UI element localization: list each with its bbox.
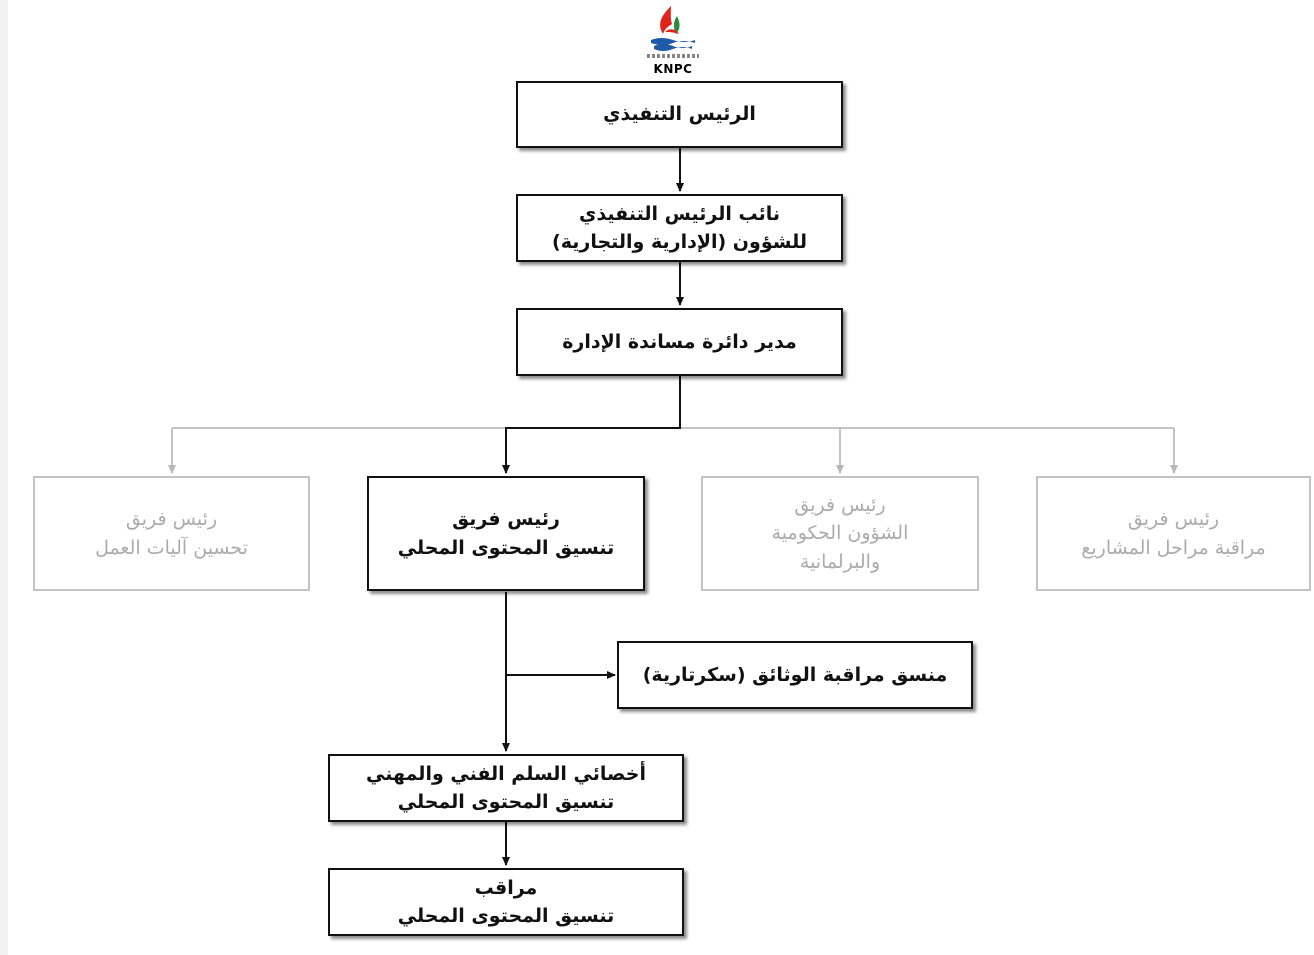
node-dept-manager-line-1: مدير دائرة مساندة الإدارة	[562, 330, 797, 353]
node-supervisor: مراقب تنسيق المحتوى المحلي	[328, 868, 684, 936]
node-supervisor-line-2: تنسيق المحتوى المحلي	[397, 905, 615, 927]
node-specialist: أخصائي السلم الفني والمهني تنسيق المحتوى…	[328, 754, 684, 822]
knpc-logo: KNPC	[643, 2, 703, 78]
node-ceo-line-1: الرئيس التنفيذي	[603, 103, 756, 126]
connector-manager-to-team-lead-3	[502, 376, 681, 474]
node-team-lead-3-line-2: تنسيق المحتوى المحلي	[397, 536, 615, 559]
node-team-lead-1-line-2: مراقبة مراحل المشاريع	[1081, 536, 1266, 559]
node-team-lead-local-content: رئيس فريق تنسيق المحتوى المحلي	[367, 476, 645, 591]
node-team-lead-2-line-2: الشؤون الحكومية	[771, 522, 909, 545]
node-supervisor-line-1: مراقب	[474, 876, 538, 899]
node-team-lead-3-line-1: رئيس فريق	[452, 508, 560, 530]
node-document-coordinator: منسق مراقبة الوثائق (سكرتارية)	[617, 641, 973, 709]
node-team-lead-project-phases: رئيس فريق مراقبة مراحل المشاريع	[1036, 476, 1311, 591]
node-deputy-ceo-line-1: نائب الرئيس التنفيذي	[579, 202, 780, 225]
node-team-lead-2-line-3: والبرلمانية	[799, 550, 881, 573]
node-team-lead-1-line-1: رئيس فريق	[1127, 508, 1220, 530]
node-team-lead-government-affairs: رئيس فريق الشؤون الحكومية والبرلمانية	[701, 476, 979, 591]
logo-text: KNPC	[653, 62, 693, 76]
node-coordinator-line-1: منسق مراقبة الوثائق (سكرتارية)	[642, 663, 948, 686]
node-team-lead-4-line-1: رئيس فريق	[125, 508, 218, 530]
node-team-lead-4-line-2: تحسين آليات العمل	[95, 536, 248, 559]
node-deputy-ceo-line-2: للشؤون (الإدارية والتجارية)	[552, 231, 807, 253]
node-team-lead-2-line-1: رئيس فريق	[794, 493, 886, 516]
node-deputy-ceo: نائب الرئيس التنفيذي للشؤون (الإدارية وا…	[516, 194, 843, 262]
page-edge-strip	[0, 0, 8, 955]
node-specialist-line-1: أخصائي السلم الفني والمهني	[366, 762, 646, 785]
node-dept-manager: مدير دائرة مساندة الإدارة	[516, 308, 843, 376]
node-specialist-line-2: تنسيق المحتوى المحلي	[397, 791, 615, 813]
logo-arabic-subtitle-mark	[647, 54, 699, 58]
node-ceo: الرئيس التنفيذي	[516, 81, 843, 148]
knpc-flame-logo-icon	[651, 6, 695, 51]
node-team-lead-work-mechanisms: رئيس فريق تحسين آليات العمل	[33, 476, 310, 591]
